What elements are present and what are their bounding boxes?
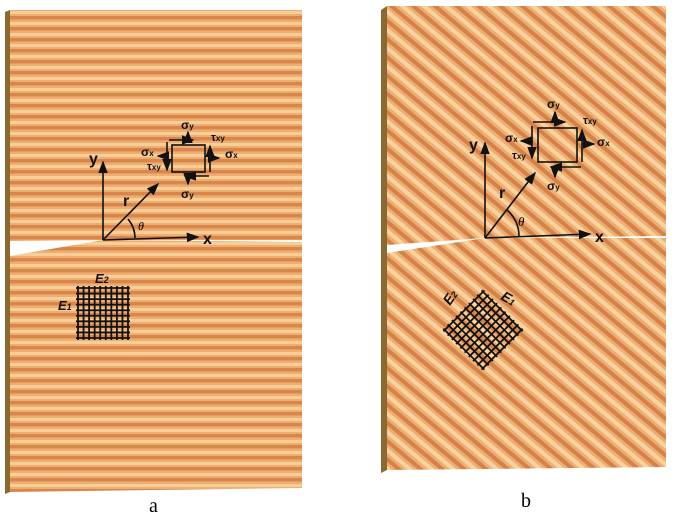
e2-label: E2 xyxy=(95,271,109,286)
mesh-line xyxy=(459,306,503,350)
crack-tip-annotation: y x r θ σy σy σx σx τxy τxy xyxy=(469,97,610,246)
mesh-line xyxy=(447,294,490,337)
tau-xy-bottom-label: τxy xyxy=(512,150,526,162)
sigma-y-bottom-label: σy xyxy=(181,187,194,201)
panel-a: y x r θ σy σy σx σx τxy τxy E2 E1 a xyxy=(5,10,302,517)
crack-tip-annotation: y x r θ σy σy σx σx τxy τxy xyxy=(89,118,238,248)
fiber-mesh xyxy=(76,286,130,340)
caption-b: b xyxy=(521,490,531,512)
sigma-x-left-label: σx xyxy=(505,131,518,145)
tau-xy-bottom-label: τxy xyxy=(147,161,161,173)
plate-top-half xyxy=(10,10,302,241)
plate-bottom-half xyxy=(10,240,302,492)
mesh-line xyxy=(472,319,515,362)
e1-label: E1 xyxy=(58,298,72,313)
panel-b: y x r θ σy σy σx σx τxy τxy E2 E1 b xyxy=(381,6,666,512)
mesh-line xyxy=(476,323,519,366)
plate-top-half xyxy=(387,6,666,245)
x-axis-label: x xyxy=(203,231,212,248)
r-label: r xyxy=(123,193,129,210)
mesh-line xyxy=(480,289,524,333)
e1-label: E1 xyxy=(499,288,519,309)
mesh-line xyxy=(468,302,511,345)
theta-label: θ xyxy=(138,219,144,233)
sigma-y-top-label: σy xyxy=(181,118,194,132)
mesh-line xyxy=(451,298,494,341)
plate-bottom-half xyxy=(387,238,666,470)
mesh-line xyxy=(468,315,511,358)
tau-xy-top-label: τxy xyxy=(211,132,225,144)
tau-xy-top-label: τxy xyxy=(583,115,597,127)
mesh-line xyxy=(451,319,494,362)
mesh-line xyxy=(459,310,503,354)
sigma-y-top-label: σy xyxy=(547,97,560,111)
caption-a: a xyxy=(149,495,158,517)
mesh-line xyxy=(442,289,486,333)
mesh-line xyxy=(463,306,507,350)
mesh-line xyxy=(447,323,490,366)
mesh-line xyxy=(463,310,507,354)
x-axis-label: x xyxy=(595,229,604,246)
y-axis-label: y xyxy=(89,151,98,168)
plate-edge xyxy=(381,6,387,473)
sigma-x-right-label: σx xyxy=(225,147,238,161)
theta-label: θ xyxy=(518,214,525,229)
mesh-line xyxy=(442,327,486,371)
mesh-line xyxy=(455,315,498,358)
sigma-y-bottom-label: σy xyxy=(547,179,560,193)
plate-edge xyxy=(5,10,10,494)
mesh-line xyxy=(455,302,498,345)
sigma-x-right-label: σx xyxy=(597,135,610,149)
fiber-mesh xyxy=(442,289,524,371)
sigma-x-left-label: σx xyxy=(141,145,154,159)
mesh-line xyxy=(472,298,515,341)
y-axis-label: y xyxy=(469,137,478,154)
r-label: r xyxy=(499,185,505,202)
mesh-line xyxy=(480,327,524,371)
mesh-line xyxy=(476,294,519,337)
